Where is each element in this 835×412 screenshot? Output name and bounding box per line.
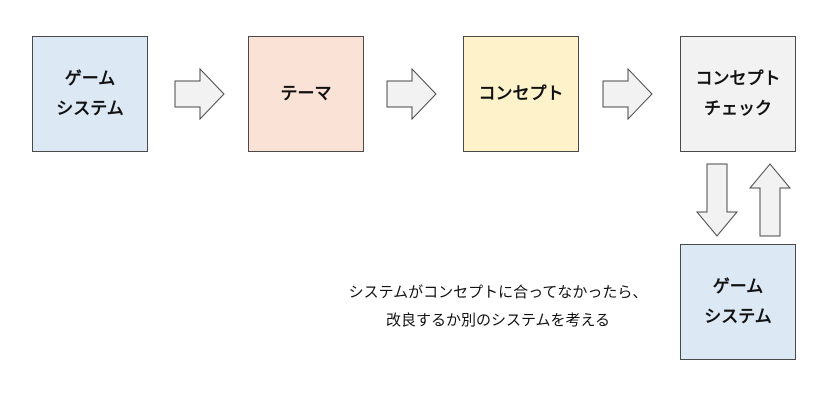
arrow-down [695, 163, 739, 237]
box-game-system-start: ゲーム システム [32, 36, 148, 152]
loop-note: システムがコンセプトに合ってなかったら、 改良するか別のシステムを考える [330, 278, 666, 334]
box-concept: コンセプト [463, 36, 579, 152]
arrow-right-1 [174, 67, 225, 121]
box-game-system-loop: ゲーム システム [680, 244, 796, 360]
loop-note-line-2: 改良するか別のシステムを考える [385, 311, 611, 329]
arrow-right-3 [602, 67, 653, 121]
arrow-right-2 [386, 67, 437, 121]
box-concept-check: コンセプト チェック [680, 36, 796, 152]
loop-note-line-1: システムがコンセプトに合ってなかったら、 [348, 283, 648, 301]
arrow-up [748, 163, 792, 237]
box-theme: テーマ [248, 36, 364, 152]
